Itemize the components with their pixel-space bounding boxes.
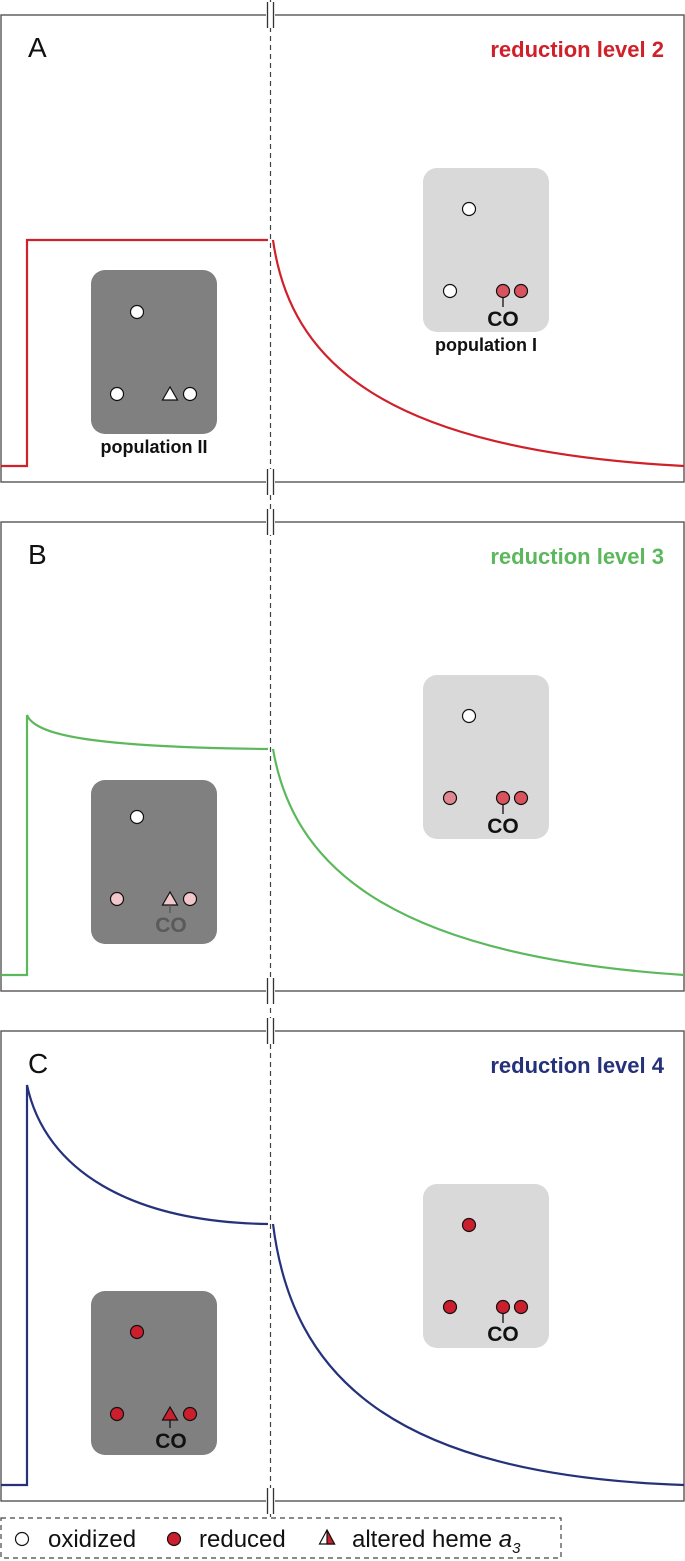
- legend-altered-prefix: altered heme: [352, 1526, 499, 1553]
- legend-reduced-label: reduced: [199, 1526, 286, 1553]
- panel-b-population-ii-box: [91, 780, 217, 944]
- panel-b-letter: B: [28, 539, 47, 570]
- panel-a-pop1-pair-circle-1: [495, 283, 511, 299]
- break-mark-b-top: [266, 509, 275, 535]
- panel-c-trace: [1, 1084, 685, 1487]
- panel-a-title: reduction level 2: [490, 37, 664, 62]
- panel-c-frame: [0, 1030, 685, 1502]
- panel-c-pop2-co-label: CO: [155, 1430, 187, 1453]
- panel-a-pop1-top-circle: [461, 201, 477, 217]
- legend-altered-italic: a: [499, 1526, 512, 1553]
- panel-c-pop1-pair-circle-1: [495, 1299, 511, 1315]
- panel-b-pop2-top-circle: [129, 809, 145, 825]
- panel-a-frame: [0, 14, 685, 483]
- panel-c-population-i-box: [423, 1184, 549, 1348]
- panel-b-pop1-pair-circle-2: [513, 790, 529, 806]
- panel-a-pop2-heme-triangle: [161, 385, 179, 401]
- panel-a-trace: [1, 238, 685, 468]
- panel-b-trace: [1, 714, 685, 977]
- panel-a-pop2-left-circle: [109, 386, 125, 402]
- panel-a-pop1-pair-circle-2: [513, 283, 529, 299]
- panel-b-pop2-left-circle: [109, 891, 125, 907]
- panel-c-pop1-pair-circle-2: [513, 1299, 529, 1315]
- legend-oxidized-label: oxidized: [48, 1526, 136, 1553]
- panel-b-title: reduction level 3: [490, 544, 664, 569]
- break-mark-a-bottom: [266, 469, 275, 495]
- legend-oxidized-icon: [14, 1531, 30, 1547]
- panel-b-pop1-top-circle: [461, 708, 477, 724]
- panel-c-pop1-co-label: CO: [487, 1323, 519, 1346]
- panel-c: C reduction level 4 CO CO: [0, 1030, 685, 1502]
- panel-a-pop2-right-circle: [182, 386, 198, 402]
- legend-altered-heme-label: altered heme a3: [352, 1526, 521, 1557]
- panel-c-pop1-left-circle: [442, 1299, 458, 1315]
- panel-a-population-ii-label: population II: [101, 437, 208, 457]
- panel-b-population-i-box: [423, 675, 549, 839]
- break-mark-c-bottom: [266, 1488, 275, 1514]
- panel-b-pop1-pair-circle-1: [495, 790, 511, 806]
- legend-altered-heme-icon: [318, 1528, 336, 1545]
- panel-a-population-i-box: [423, 168, 549, 332]
- legend-altered-subscript: 3: [512, 1540, 521, 1557]
- panel-a-population-ii-box: [91, 270, 217, 434]
- time-axis-break: [266, 0, 275, 1520]
- legend-reduced-icon: [166, 1531, 182, 1547]
- panel-c-population-ii-box: [91, 1291, 217, 1455]
- panel-b-pop2-co-label: CO: [155, 914, 187, 937]
- panel-c-pop1-top-circle: [461, 1217, 477, 1233]
- panel-c-letter: C: [28, 1048, 48, 1079]
- break-mark-c-top: [266, 1018, 275, 1044]
- panel-b-pop1-co-label: CO: [487, 815, 519, 838]
- panel-a-pop1-co-label: CO: [487, 308, 519, 331]
- break-mark-a-top: [266, 2, 275, 28]
- panel-c-pop2-left-circle: [109, 1406, 125, 1422]
- panel-a-letter: A: [28, 32, 47, 63]
- panel-b-frame: [0, 521, 685, 992]
- panel-a: A reduction level 2 population II CO pop…: [0, 14, 685, 483]
- break-mark-b-bottom: [266, 978, 275, 1004]
- panel-b-pop2-right-circle: [182, 891, 198, 907]
- panel-c-pop2-top-circle: [129, 1324, 145, 1340]
- panel-a-pop2-top-circle: [129, 304, 145, 320]
- panel-a-population-i-label: population I: [435, 335, 537, 355]
- panel-c-title: reduction level 4: [490, 1053, 664, 1078]
- panel-a-pop1-left-circle: [442, 283, 458, 299]
- panel-c-pop2-right-circle: [182, 1406, 198, 1422]
- legend: oxidized reduced altered heme a3: [0, 1517, 562, 1559]
- panel-b: B reduction level 3 CO CO: [0, 521, 685, 992]
- legend-frame: [0, 1517, 562, 1559]
- panel-b-pop1-left-circle: [442, 790, 458, 806]
